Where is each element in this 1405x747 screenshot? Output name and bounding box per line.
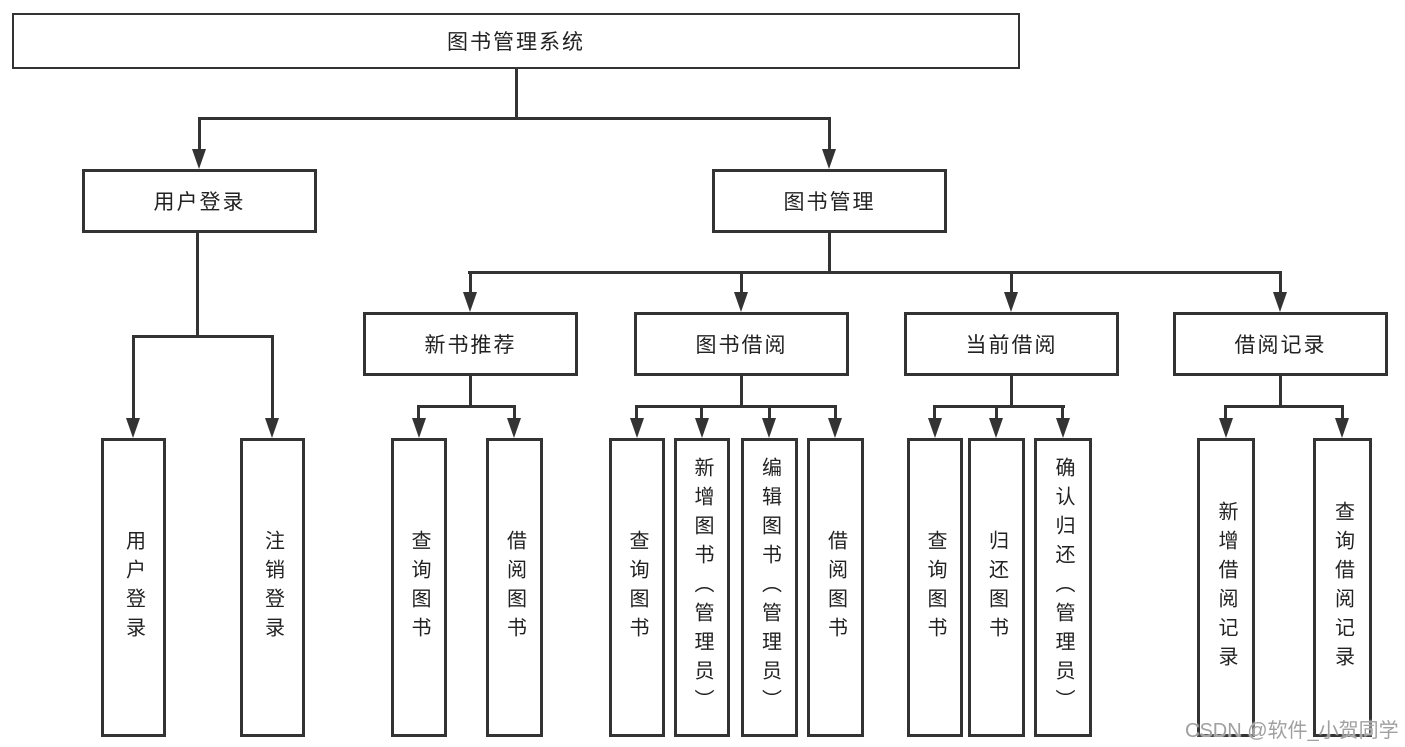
leaf-current-query-books: 查询图书 [907, 438, 963, 737]
arrow-to-book-mgmt [822, 149, 836, 169]
connector-current-borrow-drop [1010, 272, 1013, 292]
connector-new-book-drop [469, 272, 472, 292]
csdn-watermark: CSDN @软件_小贺同学 [1185, 720, 1399, 742]
leaf-edit-books-admin: 编辑图书（管理员） [741, 438, 798, 737]
node-root: 图书管理系统 [12, 13, 1020, 69]
connector-user-login-drop [198, 118, 201, 151]
connector-groupA-horizontal [417, 405, 516, 408]
node-current-borrow-label: 当前借阅 [965, 334, 1058, 357]
connector-groupD-leaf2-drop [1341, 406, 1344, 420]
node-book-borrow: 图书借阅 [634, 312, 849, 376]
node-new-book-rec: 新书推荐 [363, 312, 578, 376]
connector-book-mgmt-stem [828, 233, 831, 272]
connector-groupC-stem [1010, 376, 1013, 406]
leaf-add-books-admin-label: 新增图书（管理员） [691, 457, 713, 718]
connector-groupD-stem [1279, 376, 1282, 406]
connector-groupB-leaf1-drop [635, 406, 638, 420]
node-user-login: 用户登录 [82, 169, 317, 233]
node-root-label: 图书管理系统 [447, 31, 585, 54]
leaf-query-borrow-record-label: 查询借阅记录 [1331, 500, 1354, 675]
node-current-borrow: 当前借阅 [904, 312, 1119, 376]
connector-groupC-leaf3-drop [1061, 406, 1064, 420]
node-borrow-records-label: 借阅记录 [1234, 334, 1327, 357]
arrow-groupC-leaf3 [1056, 418, 1070, 438]
arrow-groupC-leaf2 [989, 418, 1003, 438]
arrow-groupB-leaf3 [762, 418, 776, 438]
leaf-borrow-query-books: 查询图书 [609, 438, 665, 737]
connector-groupB-leaf2-drop [700, 406, 703, 420]
connector-groupA-leaf2-drop [513, 406, 516, 420]
connector-groupB-stem [740, 376, 743, 406]
connector-user-login-horizontal [132, 335, 274, 338]
leaf-user-login: 用户登录 [101, 438, 166, 737]
connector-groupD-horizontal [1224, 405, 1344, 408]
connector-book-borrow-drop [740, 272, 743, 292]
node-borrow-records: 借阅记录 [1173, 312, 1388, 376]
leaf-logout: 注销登录 [240, 438, 305, 737]
leaf-borrow-books: 借阅图书 [807, 438, 864, 737]
connector-groupC-horizontal [933, 405, 1065, 408]
arrow-groupA-leaf2 [507, 418, 521, 438]
connector-level3-horizontal [468, 271, 1282, 274]
leaf-query-borrow-record: 查询借阅记录 [1313, 438, 1372, 737]
connector-groupA-leaf1-drop [417, 406, 420, 420]
leaf-borrow-query-books-label: 查询图书 [626, 529, 648, 646]
leaf-add-books-admin: 新增图书（管理员） [674, 438, 730, 737]
arrow-groupD-leaf2 [1335, 418, 1349, 438]
connector-book-mgmt-drop [828, 118, 831, 151]
arrow-to-current-borrow [1004, 292, 1018, 312]
node-new-book-rec-label: 新书推荐 [424, 334, 517, 357]
arrow-groupA-leaf1 [412, 418, 426, 438]
connector-groupA-stem [469, 376, 472, 406]
leaf-confirm-return-admin: 确认归还（管理员） [1034, 438, 1092, 737]
arrow-to-book-borrow [734, 292, 748, 312]
arrow-groupD-leaf1 [1219, 418, 1233, 438]
arrow-groupB-leaf2 [695, 418, 709, 438]
connector-groupB-leaf3-drop [768, 406, 771, 420]
leaf-rec-query-books-label: 查询图书 [408, 529, 430, 646]
leaf-return-books-label: 归还图书 [985, 529, 1008, 646]
arrow-to-leaf-logout [265, 418, 279, 438]
arrow-to-leaf-login [126, 418, 140, 438]
leaf-rec-query-books: 查询图书 [391, 438, 447, 737]
node-book-mgmt: 图书管理 [712, 169, 947, 233]
arrow-groupB-leaf1 [630, 418, 644, 438]
node-book-mgmt-label: 图书管理 [783, 191, 876, 214]
arrow-groupB-leaf4 [828, 418, 842, 438]
connector-leaf-login-drop [132, 336, 135, 420]
connector-root-stem [515, 69, 518, 119]
leaf-edit-books-admin-label: 编辑图书（管理员） [758, 457, 781, 718]
leaf-current-query-books-label: 查询图书 [924, 529, 946, 646]
connector-groupC-leaf2-drop [995, 406, 998, 420]
leaf-rec-borrow-books-label: 借阅图书 [503, 529, 526, 646]
leaf-rec-borrow-books: 借阅图书 [486, 438, 543, 737]
connector-user-login-stem [196, 233, 199, 336]
arrow-groupC-leaf1 [928, 418, 942, 438]
leaf-logout-label: 注销登录 [261, 529, 284, 646]
connector-groupB-leaf4-drop [834, 406, 837, 420]
connector-level1-horizontal [198, 117, 831, 120]
leaf-confirm-return-admin-label: 确认归还（管理员） [1052, 457, 1074, 718]
node-book-borrow-label: 图书借阅 [695, 334, 788, 357]
node-user-login-label: 用户登录 [153, 191, 246, 214]
leaf-user-login-label: 用户登录 [122, 529, 145, 646]
arrow-to-new-book-rec [463, 292, 477, 312]
leaf-return-books: 归还图书 [968, 438, 1025, 737]
leaf-borrow-books-label: 借阅图书 [824, 529, 847, 646]
leaf-add-borrow-record: 新增借阅记录 [1197, 438, 1255, 737]
leaf-add-borrow-record-label: 新增借阅记录 [1215, 500, 1237, 675]
connector-groupC-leaf1-drop [933, 406, 936, 420]
connector-groupD-leaf1-drop [1224, 406, 1227, 420]
connector-leaf-logout-drop [271, 336, 274, 420]
arrow-to-borrow-records [1273, 292, 1287, 312]
connector-borrow-records-drop [1279, 272, 1282, 292]
connector-groupB-horizontal [635, 405, 837, 408]
arrow-to-user-login [192, 149, 206, 169]
